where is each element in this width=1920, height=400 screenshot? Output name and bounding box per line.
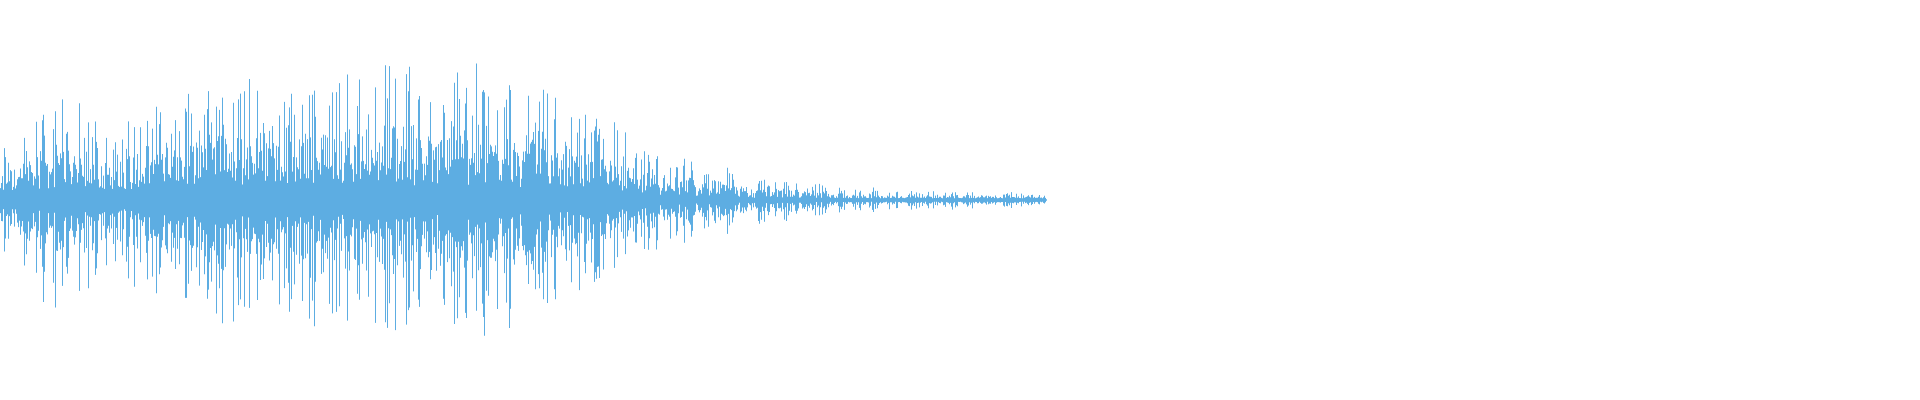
waveform-samples [0, 63, 1046, 336]
